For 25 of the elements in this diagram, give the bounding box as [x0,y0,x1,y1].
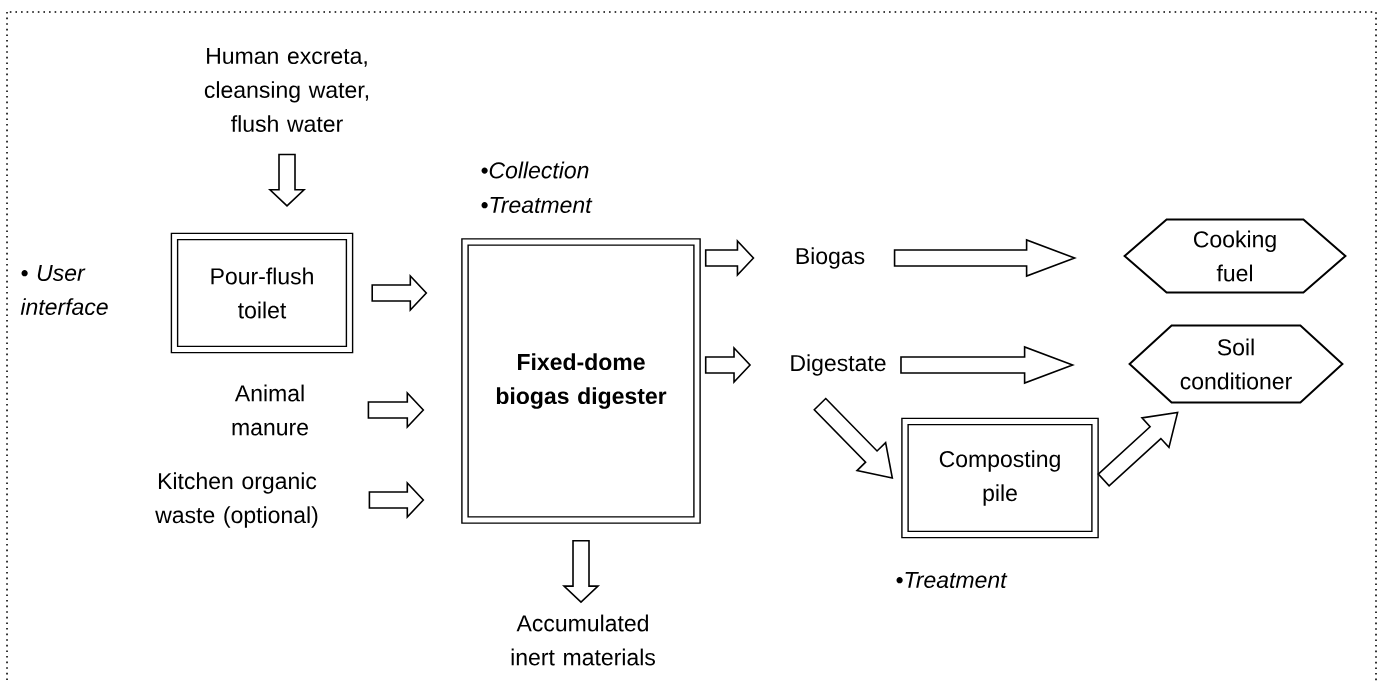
block-arrow [704,239,755,278]
bullet-note: •Treatment [481,197,593,214]
product-hexagon: Soil conditioner [1128,324,1344,404]
block-arrow [268,153,307,207]
flow-label: Biogas [796,247,865,269]
bullet-note: • User interface [20,265,108,316]
process-box: Fixed-dome biogas digester [461,238,701,524]
block-arrow [704,346,752,385]
product-hexagon: Cooking fuel [1123,218,1347,294]
bullet-note: •Collection [481,161,589,179]
process-box: Composting pile [901,417,1099,539]
block-arrow [368,481,425,520]
flow-label: Accumulated inert materials [511,614,655,666]
process-box: Pour-flush toilet [170,232,354,354]
flow-label: Animal manure [232,384,308,436]
block-arrow [371,274,428,313]
flow-label: Digestate [791,354,886,376]
bullet-note: •Treatment [896,572,1008,589]
block-arrow [562,539,601,604]
block-arrow [900,345,1075,385]
block-arrow [367,391,425,430]
block-arrow [813,397,894,480]
flow-label: Human excreta, cleansing water, flush water [204,48,369,133]
flow-label: Kitchen organic waste (optional) [155,472,318,528]
block-arrow [893,238,1077,278]
